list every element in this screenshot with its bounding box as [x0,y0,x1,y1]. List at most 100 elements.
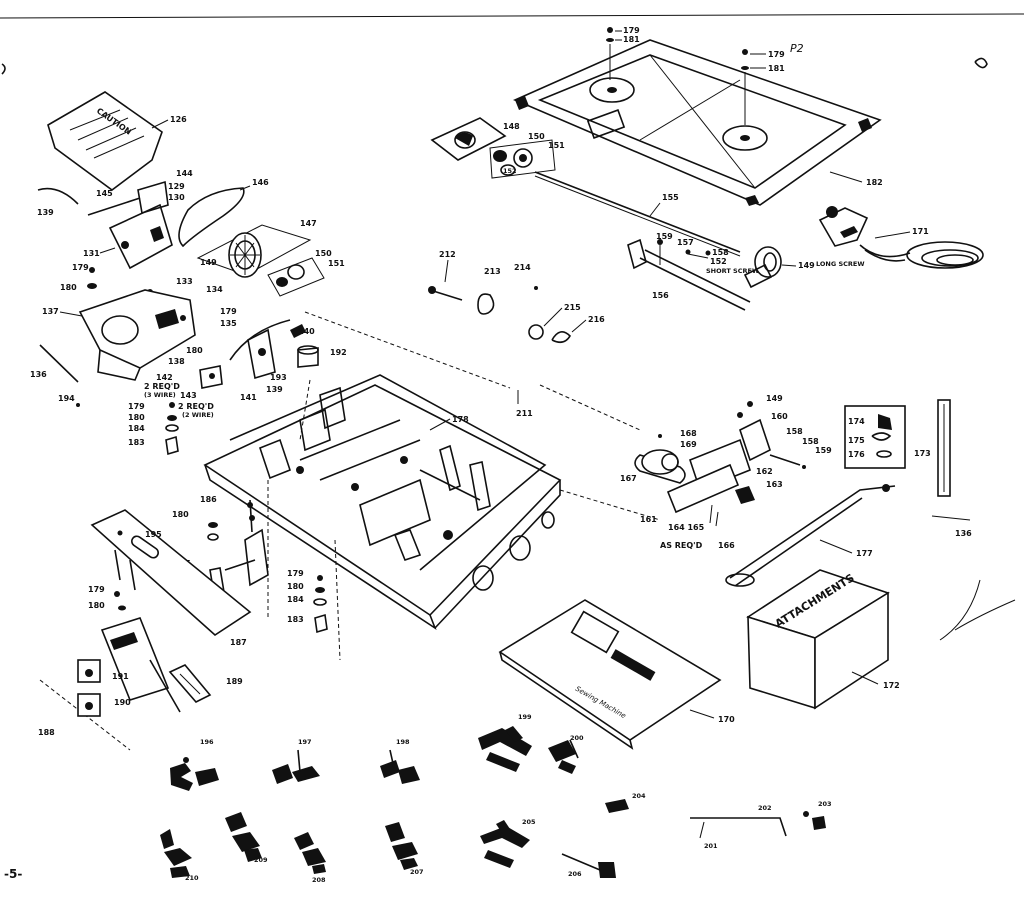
label-209: 209 [254,856,268,864]
label-148: 148 [503,122,520,131]
label-179f: 179 [287,569,304,578]
label-158a: 158 [712,248,729,257]
spring-136 [39,344,79,383]
ring-215 [528,324,544,340]
label-189: 189 [226,677,243,686]
label-134: 134 [206,285,223,294]
motor-bracket-131 [87,180,173,270]
screw-179-top-left [607,27,613,33]
label-198: 198 [396,738,410,746]
label-160: 160 [771,412,788,421]
bobbin-winder-149 [743,246,782,289]
label-179b: 179 [768,50,785,59]
pulley-151 [513,148,533,168]
label-142: 142 [156,373,173,382]
bed-cover-cross-b [639,79,741,141]
label-179a: 179 [623,26,640,35]
label-193: 193 [270,373,287,382]
label-184b: 184 [287,595,304,604]
reqd-2-wire-note: (2 WIRE) [182,411,214,419]
label-136a: 136 [30,370,47,379]
label-207: 207 [410,868,424,876]
label-159b: 159 [815,446,832,455]
spool-pin-hole-left-inner [607,87,617,93]
attachment-208 [294,832,326,874]
needle-bar-assembly [77,617,181,717]
label-180a: 180 [60,283,77,292]
label-174: 174 [848,417,865,426]
label-170: 170 [718,715,735,724]
corner-mark: P2 [790,42,804,55]
label-180d: 180 [172,510,189,519]
label-158b: 158 [786,427,803,436]
attachment-202: 201 [690,817,787,850]
label-182: 182 [866,178,883,187]
label-146: 146 [252,178,269,187]
cover-hinge-left [515,96,529,110]
label-197: 197 [298,738,312,746]
rail-156 [639,249,751,311]
attachment-199 [478,726,532,772]
attachment-197 [272,749,320,784]
label-150b: 150 [315,249,332,258]
pulley-assembly-148 [430,117,556,179]
nut-152 [500,164,516,176]
label-183b: 183 [287,615,304,624]
label-206: 206 [568,870,582,878]
hand-wheel-147 [196,224,312,278]
label-175: 175 [848,436,865,445]
screw-179-top-right [742,49,748,55]
spool-pin-hole-right-inner [740,135,750,141]
cover-slot [586,109,626,139]
label-188: 188 [38,728,55,737]
attachments-box-172: ATTACHMENTS [746,569,890,710]
cap-192 [297,347,319,368]
label-129: 129 [168,182,185,191]
label-205: 205 [522,818,536,826]
as-reqd-note: AS REQ'D [660,541,703,550]
label-152b: 152 [710,257,727,266]
label-156: 156 [652,291,669,300]
label-213: 213 [484,267,501,276]
label-149a: 149 [798,261,815,270]
attachment-207 [385,822,418,870]
label-172: 172 [883,681,900,690]
attachment-198 [380,749,420,784]
instruction-manual-170: PENNCREST Sewing Machine [498,599,722,750]
label-149c: 149 [766,394,783,403]
label-130: 130 [168,193,185,202]
ring-216 [551,331,572,344]
as-reqd-pair: 164 165 [668,523,705,532]
label-137: 137 [42,307,59,316]
label-187: 187 [230,638,247,647]
label-133: 133 [176,277,193,286]
label-181a: 181 [623,35,640,44]
thread-guide-box [844,405,906,469]
label-157: 157 [677,238,694,247]
label-180c: 180 [128,413,145,422]
spring-139 [37,187,79,205]
label-179g: 179 [88,585,105,594]
faceplate-187 [90,509,252,637]
label-186: 186 [200,495,217,504]
label-179d: 179 [220,307,237,316]
label-216: 216 [588,315,605,324]
label-162: 162 [756,467,773,476]
bed-cover-cross-a [649,54,756,189]
label-152a: 152 [503,167,517,175]
bed-cover-group [513,27,882,206]
label-214: 214 [514,263,531,272]
page-number: -5- [4,867,22,881]
attachment-209 [225,812,262,862]
reqd-3-wire-note: (3 WIRE) [144,391,176,399]
label-202: 202 [758,804,772,812]
label-126: 126 [170,115,187,124]
label-180f: 180 [88,601,105,610]
attachment-210 [160,829,192,878]
label-158c: 158 [802,437,819,446]
top-border-line [0,13,1024,19]
spool-pin-hole-left [589,77,635,103]
label-155: 155 [662,193,679,202]
cover-hinge-right [858,118,872,132]
label-167: 167 [620,474,637,483]
